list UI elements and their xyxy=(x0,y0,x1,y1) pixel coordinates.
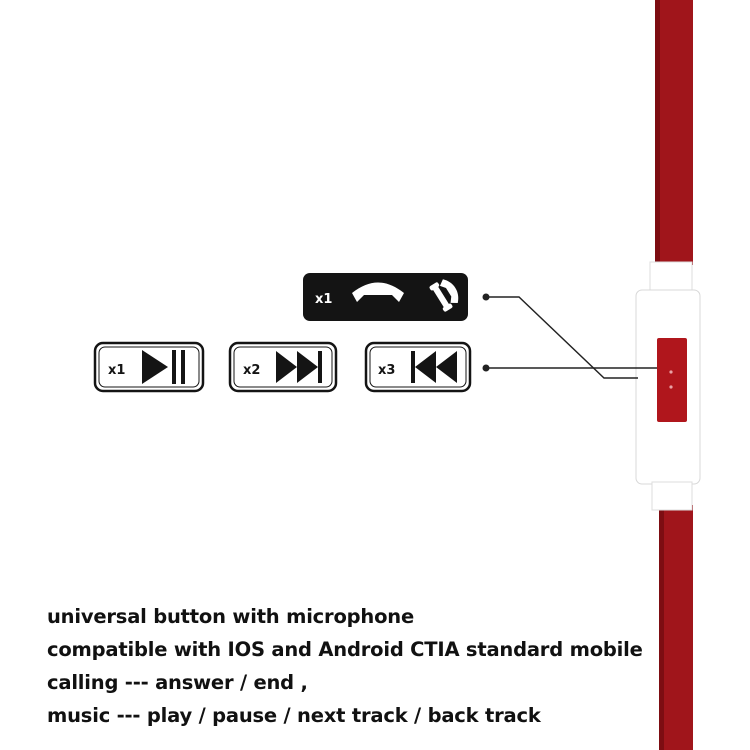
play-pause-badge: x1 xyxy=(93,341,205,393)
description-line: compatible with IOS and Android CTIA sta… xyxy=(47,638,643,661)
next-track-icon xyxy=(276,351,322,383)
next-track-badge: x2 xyxy=(228,341,338,393)
call-count-label: x1 xyxy=(315,292,332,307)
microphone-hole-icon xyxy=(669,370,673,374)
answer-handset-icon xyxy=(429,279,459,312)
next-track-count-label: x2 xyxy=(243,363,260,378)
description-line: universal button with microphone xyxy=(47,605,415,628)
cable xyxy=(655,0,693,750)
play-pause-icon xyxy=(142,350,185,384)
call-leader-line xyxy=(486,296,638,379)
description-line: music --- play / pause / next track / ba… xyxy=(47,704,541,727)
back-track-badge: x3 xyxy=(364,341,472,393)
hang-up-handset-icon xyxy=(352,282,404,302)
description-line: calling --- answer / end , xyxy=(47,671,308,694)
microphone-hole-icon xyxy=(669,385,673,389)
call-badge: x1 xyxy=(303,273,468,321)
back-track-icon xyxy=(411,351,457,383)
play-pause-count-label: x1 xyxy=(108,363,125,378)
inline-remote xyxy=(635,261,701,511)
leader-lines xyxy=(482,293,657,379)
feature-description: universal button with microphone compati… xyxy=(47,600,643,732)
back-track-count-label: x3 xyxy=(378,363,395,378)
remote-button[interactable] xyxy=(657,338,687,422)
